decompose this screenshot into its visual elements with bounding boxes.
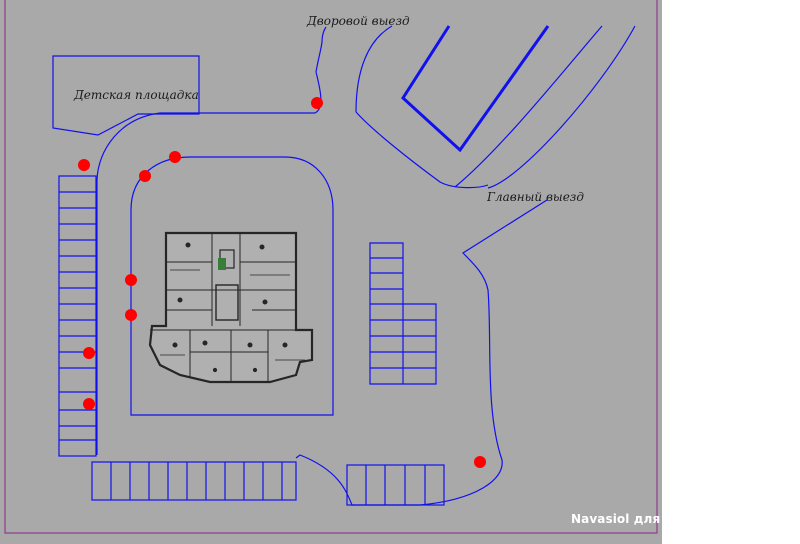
parking-left-vertical [58,175,97,457]
main-exit-road-upper [454,25,636,189]
marker [83,347,95,359]
yard-exit-road [355,25,489,189]
parking-outline-thick [401,25,550,153]
marker [169,151,181,163]
parking-bottom-row [91,461,297,501]
watermark: Navasiol для forum.onliner.by [571,512,778,526]
plan-frame [4,0,658,534]
playground-area [52,55,200,136]
main-exit-label: Главный выезд [486,190,584,204]
parking-bottom-right [346,464,445,506]
road-edge-west [96,26,327,455]
playground-label: Детская площадка [73,88,199,102]
marker [311,97,323,109]
inner-loop-road [130,156,334,416]
plan-area [0,0,662,544]
marker-group [78,97,486,468]
parking-right-block [369,242,437,385]
marker [139,170,151,182]
marker [83,398,95,410]
yard-exit-label: Дворовой выезд [306,14,410,28]
marker [125,274,137,286]
building-floorplan [148,231,314,384]
marker [474,456,486,468]
marker [125,309,137,321]
marker [78,159,90,171]
